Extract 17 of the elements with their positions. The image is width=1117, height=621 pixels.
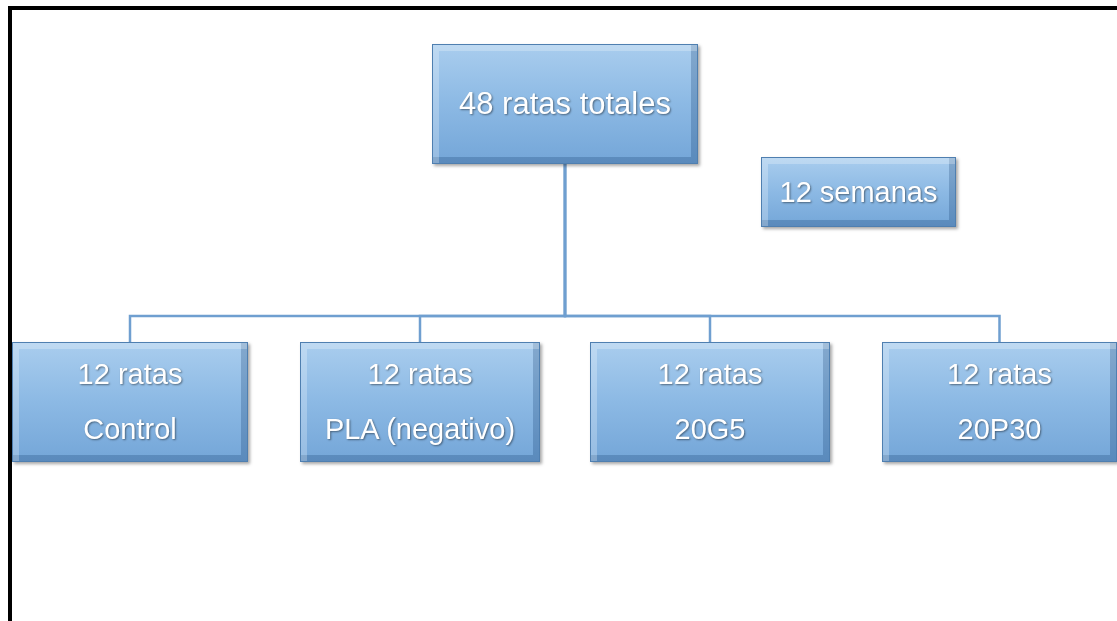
box-title: 12 semanas [779,175,938,209]
box-subtitle: 20G5 [674,413,746,446]
box-subtitle: 20P30 [957,413,1042,446]
box-title: 12 ratas [657,358,763,391]
group-box [882,342,1117,462]
label-box [432,44,698,164]
box-title: 12 ratas [77,358,183,391]
box-title: 12 ratas [947,358,1052,391]
box-title: 12 ratas [367,358,473,391]
box-subtitle: PLA (negativo) [324,413,516,446]
box-subtitle: Control [83,413,177,446]
group-box [590,342,830,462]
group-box [12,342,248,462]
label-box [761,157,956,227]
connector-line [563,164,1001,342]
group-box [300,342,540,462]
box-title: 48 ratas totales [459,86,671,122]
